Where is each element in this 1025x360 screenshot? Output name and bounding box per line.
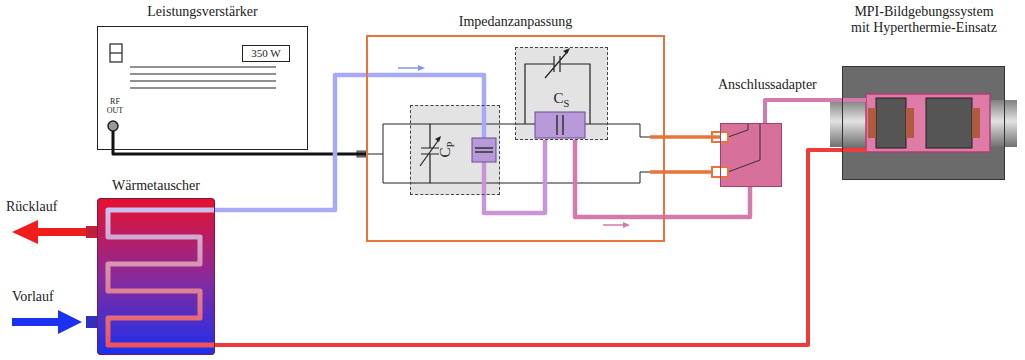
capacitor-name: CP xyxy=(437,142,454,158)
power-rating-box: 350 W xyxy=(242,45,290,62)
scanner-box: MPI-Bildgebungssystem mit Hyperthermie-E… xyxy=(842,66,1005,180)
heat-exchanger-coil xyxy=(108,210,215,345)
heat-exchanger-box: Wärmetauscher xyxy=(97,198,215,355)
coolant-tube xyxy=(482,162,487,195)
rf-port xyxy=(108,121,118,131)
pipe-stub xyxy=(86,316,97,328)
flow-arrow-head xyxy=(418,65,425,71)
coolant-tube xyxy=(575,140,750,217)
power-switch-line xyxy=(110,52,122,53)
box-title: Leistungsverstärker xyxy=(147,3,257,20)
coolant-tube xyxy=(215,150,842,345)
coolant-tube xyxy=(215,75,484,210)
matching-box: ImpedanzanpassungCPCS xyxy=(366,35,665,242)
port-label: RF OUT xyxy=(103,97,127,115)
power-rating: 350 W xyxy=(243,46,289,61)
vent-lines xyxy=(130,67,276,88)
output-lead xyxy=(650,137,720,172)
coolant-tube xyxy=(765,100,842,123)
flow-arrow xyxy=(398,67,418,69)
capacitor-box: CP xyxy=(410,105,500,195)
power-switch xyxy=(110,44,122,62)
scanner-housing xyxy=(842,66,1005,180)
symbol-letter: C xyxy=(554,90,564,106)
box-title: Impedanzanpassung xyxy=(459,13,573,30)
adapter-fill xyxy=(720,123,782,187)
rf-cable-inner xyxy=(112,131,115,150)
variable-capacitor-symbol xyxy=(420,124,440,183)
flow-arrow-head xyxy=(623,222,630,228)
supply-arrow-head xyxy=(58,310,82,334)
coolant-tube xyxy=(482,105,487,138)
coolant-tube xyxy=(484,140,545,213)
variable-capacitor-arrow xyxy=(563,48,570,54)
capacitor-plates xyxy=(475,148,493,152)
cp-fill xyxy=(410,105,500,195)
subscript: S xyxy=(564,98,570,109)
heat-exchanger-fill xyxy=(97,198,215,355)
return-arrow-head xyxy=(12,220,38,244)
capacitor-plates xyxy=(557,115,563,135)
coil xyxy=(876,98,906,148)
variable-capacitor-arrow xyxy=(435,136,441,142)
box-title: Wärmetauscher xyxy=(112,177,200,194)
capacitor-component xyxy=(535,112,585,138)
adapter-box: Anschlussadapter xyxy=(720,123,782,187)
coolant-tube xyxy=(842,148,866,152)
coil xyxy=(926,98,972,148)
pipe-stub xyxy=(86,226,97,238)
hyperthermia-insert xyxy=(866,94,990,152)
output-lead xyxy=(665,135,720,139)
symbol-letter: C xyxy=(437,147,453,157)
subscript: P xyxy=(445,142,456,148)
rf-cable xyxy=(113,150,366,154)
flow-label: Rücklauf xyxy=(6,198,57,215)
adapter-wire xyxy=(728,123,760,172)
coolant-tube xyxy=(842,98,866,102)
capacitor-name: CS xyxy=(516,90,607,107)
amplifier-fill xyxy=(97,26,308,150)
capacitor-component xyxy=(472,138,496,162)
return-arrow xyxy=(36,228,86,236)
amplifier-box: LeistungsverstärkerRF OUT350 W xyxy=(97,26,308,150)
flow-arrow xyxy=(603,224,623,226)
capacitor-box: CS xyxy=(515,47,608,140)
coil-part xyxy=(906,108,914,138)
box-title: MPI-Bildgebungssystem mit Hyperthermie-E… xyxy=(848,4,1000,36)
coil-part xyxy=(868,108,876,138)
box-title: Anschlussadapter xyxy=(718,76,817,93)
cs-fill xyxy=(515,47,608,140)
flow-label: Vorlauf xyxy=(12,288,54,305)
coil-part xyxy=(972,108,980,138)
supply-arrow xyxy=(12,318,60,326)
